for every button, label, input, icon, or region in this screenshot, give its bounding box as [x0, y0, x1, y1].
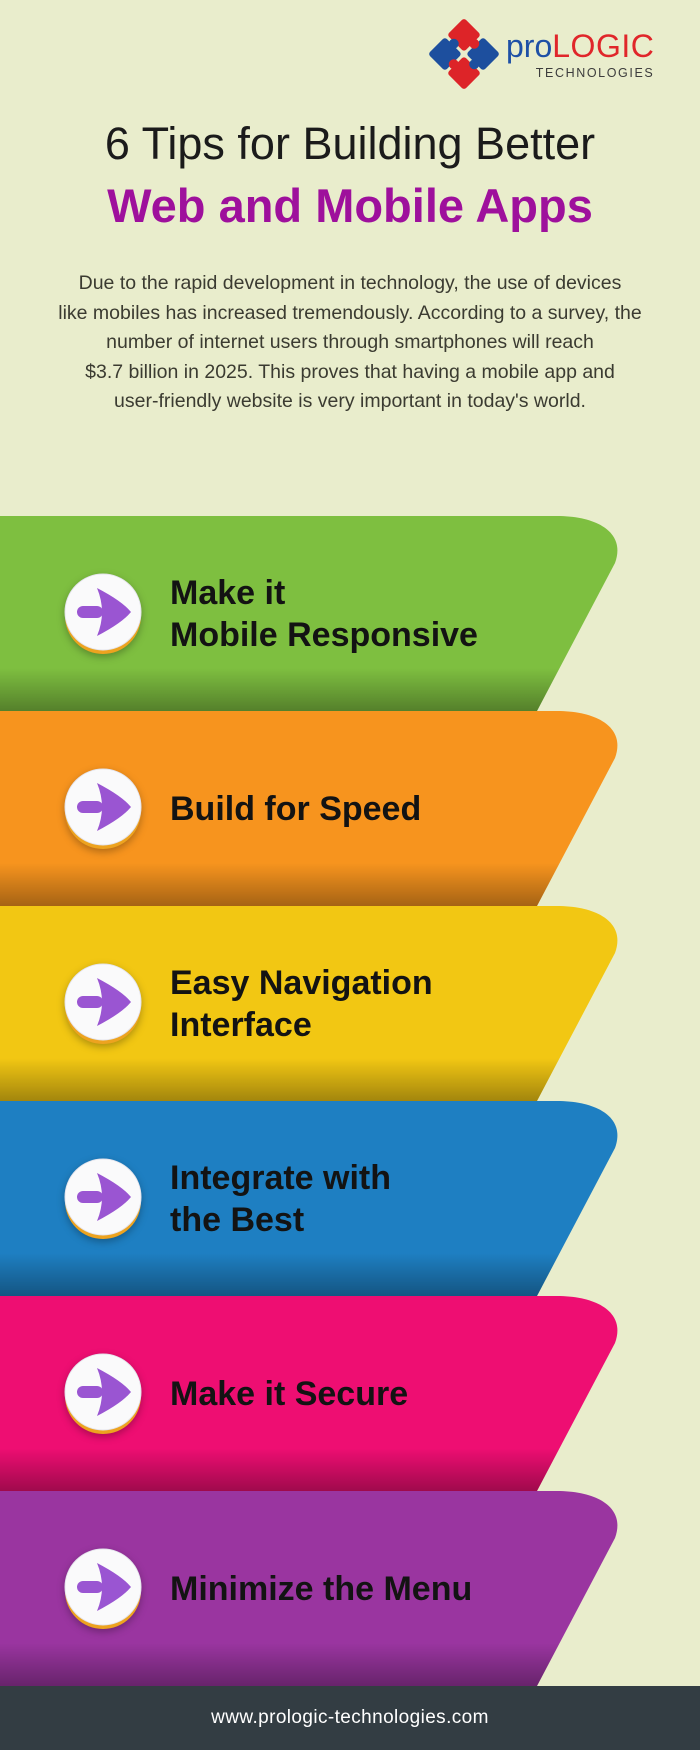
banner-title-line: Make it Secure: [170, 1374, 409, 1413]
arrow-right-icon: [64, 1353, 142, 1434]
intro-paragraph: Due to the rapid development in technolo…: [50, 269, 650, 417]
intro-line: Due to the rapid development in technolo…: [78, 272, 622, 294]
intro-line: like mobiles has increased tremendously.…: [58, 301, 642, 324]
footer-bar: www.prologic-technologies.com: [0, 1686, 700, 1750]
intro-line: number of internet users through smartph…: [106, 331, 594, 353]
page-title-line2: Web and Mobile Apps: [107, 179, 593, 232]
banner-title: Make it Secure: [170, 1296, 408, 1491]
tip-banner-mobile-responsive: Make it Mobile Responsive: [0, 516, 700, 711]
page-title-line1: 6 Tips for Building Better: [104, 118, 596, 169]
banner-title-line: Minimize the Menu: [170, 1569, 473, 1608]
banner-title: Integrate with the Best: [170, 1101, 391, 1296]
tip-banner-minimize-menu: Minimize the Menu: [0, 1491, 700, 1686]
brand-pro: pro: [506, 28, 553, 64]
prologic-logo: proLOGIC TECHNOLOGIES: [428, 18, 654, 90]
arrow-right-icon: [64, 768, 142, 849]
tip-banner-build-for-speed: Build for Speed: [0, 711, 700, 906]
brand-subtitle: TECHNOLOGIES: [535, 66, 655, 80]
intro-line: user-friendly website is very important …: [114, 390, 586, 412]
brand-name: proLOGIC: [506, 30, 654, 62]
intro-line: $3.7 billion in 2025. This proves that h…: [85, 360, 615, 383]
banner-title-line: Interface: [170, 1005, 312, 1044]
arrow-right-icon: [64, 1158, 142, 1239]
banner-title: Minimize the Menu: [170, 1491, 472, 1686]
arrow-right-icon: [64, 1548, 142, 1629]
arrow-right-icon: [64, 963, 142, 1044]
banner-title: Make it Mobile Responsive: [170, 516, 478, 711]
tip-banner-integrate: Integrate with the Best: [0, 1101, 700, 1296]
banner-title-line: Mobile Responsive: [170, 615, 478, 654]
footer-url: www.prologic-technologies.com: [211, 1707, 489, 1728]
tip-banner-easy-navigation: Easy Navigation Interface: [0, 906, 700, 1101]
puzzle-logo-icon: [429, 19, 499, 89]
banner-title: Easy Navigation Interface: [170, 906, 433, 1101]
logo-text: proLOGIC TECHNOLOGIES: [506, 30, 654, 80]
banner-title-line: Integrate with: [170, 1158, 392, 1197]
arrow-right-icon: [64, 573, 142, 654]
banner-title-line: Easy Navigation: [170, 963, 433, 1002]
banner-title-line: Build for Speed: [170, 789, 422, 828]
brand-logic: LOGIC: [552, 28, 655, 64]
banner-title-line: Make it: [170, 573, 286, 612]
banner-title-line: the Best: [170, 1200, 305, 1239]
tip-banner-make-it-secure: Make it Secure: [0, 1296, 700, 1491]
banner-title: Build for Speed: [170, 711, 421, 906]
